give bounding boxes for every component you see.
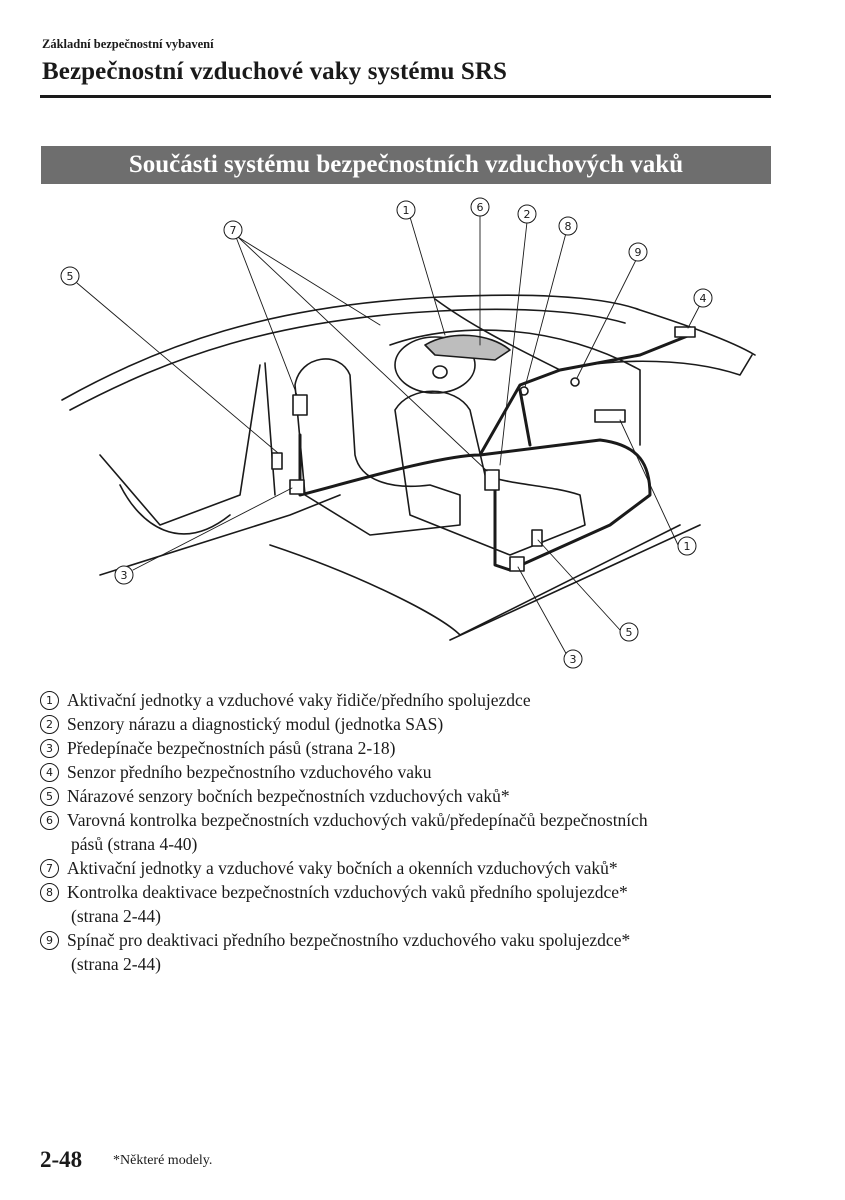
component-legend: 1 Aktivační jednotky a vzduchové vaky ři…	[40, 688, 780, 976]
callout-5-top-label: 5	[67, 270, 74, 283]
pretensioner-left	[290, 480, 304, 494]
callout-3-left-label: 3	[121, 569, 128, 582]
side-airbag-left	[293, 395, 307, 415]
pretensioner-right	[510, 557, 524, 571]
side-sensor-right	[532, 530, 542, 546]
callout-5-right-label: 5	[626, 626, 633, 639]
legend-text-continued: (strana 2-44)	[67, 904, 780, 928]
side-sensor-left	[272, 453, 282, 469]
legend-text: Spínač pro deaktivaci předního bezpečnos…	[67, 930, 630, 950]
title-rule	[40, 95, 771, 98]
legend-number: 4	[40, 763, 59, 782]
legend-text: Senzor předního bezpečnostního vzduchové…	[67, 762, 431, 782]
section-label: Základní bezpečnostní vybavení	[42, 37, 214, 52]
legend-item-6: 6 Varovná kontrolka bezpečnostních vzduc…	[40, 808, 780, 856]
legend-text: Předepínače bezpečnostních pásů (strana …	[67, 738, 395, 758]
sensor-module-front	[675, 327, 695, 337]
steering-hub	[433, 366, 447, 378]
footnote: *Některé modely.	[113, 1153, 212, 1169]
callout-8-label: 8	[565, 220, 572, 233]
legend-item-7: 7 Aktivační jednotky a vzduchové vaky bo…	[40, 856, 780, 880]
page-number: 2-48	[40, 1147, 82, 1173]
legend-text-continued: pásů (strana 4-40)	[67, 832, 780, 856]
legend-number: 2	[40, 715, 59, 734]
legend-number: 7	[40, 859, 59, 878]
wiring-front	[480, 335, 690, 455]
leader-1-top	[410, 217, 445, 335]
leader-5-top	[77, 283, 278, 453]
callout-7-label: 7	[230, 224, 237, 237]
car-door-frame	[100, 365, 260, 525]
car-side-sill	[100, 495, 340, 575]
legend-number: 8	[40, 883, 59, 902]
callout-9-label: 9	[635, 246, 642, 259]
leader-3-bottom-left	[133, 488, 292, 570]
car-door-lower	[120, 485, 230, 534]
callout-2-label: 2	[524, 208, 531, 221]
leader-5-right	[538, 540, 620, 630]
airbag-system-diagram: 1 6 2 8 7 9 5 4 1 3 5 3	[40, 195, 780, 675]
legend-item-9: 9 Spínač pro deaktivaci předního bezpečn…	[40, 928, 780, 976]
callout-6-label: 6	[477, 201, 484, 214]
legend-number: 9	[40, 931, 59, 950]
callout-4-label: 4	[700, 292, 707, 305]
legend-number: 6	[40, 811, 59, 830]
driver-seat	[295, 359, 460, 535]
legend-item-5: 5 Nárazové senzory bočních bezpečnostníc…	[40, 784, 780, 808]
legend-number: 5	[40, 787, 59, 806]
legend-item-1: 1 Aktivační jednotky a vzduchové vaky ři…	[40, 688, 780, 712]
leader-4	[688, 305, 700, 328]
leader-3-bottom	[518, 567, 568, 657]
leader-7a	[236, 237, 297, 395]
page-title: Bezpečnostní vzduchové vaky systému SRS	[42, 58, 507, 86]
legend-item-3: 3 Předepínače bezpečnostních pásů (stran…	[40, 736, 780, 760]
legend-number: 1	[40, 691, 59, 710]
legend-item-4: 4 Senzor předního bezpečnostního vzducho…	[40, 760, 780, 784]
instrument-cluster	[425, 335, 510, 360]
legend-number: 3	[40, 739, 59, 758]
legend-text: Aktivační jednotky a vzduchové vaky řidi…	[67, 690, 531, 710]
deactivation-switch	[571, 378, 579, 386]
section-banner: Součásti systému bezpečnostních vzduchov…	[41, 146, 771, 184]
callout-1-top-label: 1	[403, 204, 410, 217]
leader-2	[500, 222, 527, 465]
legend-text: Nárazové senzory bočních bezpečnostních …	[67, 786, 510, 806]
legend-text: Aktivační jednotky a vzduchové vaky bočn…	[67, 858, 618, 878]
side-airbag-right	[485, 470, 499, 490]
legend-item-2: 2 Senzory nárazu a diagnostický modul (j…	[40, 712, 780, 736]
car-b-pillar	[265, 363, 275, 495]
legend-text: Kontrolka deaktivace bezpečnostních vzdu…	[67, 882, 628, 902]
legend-text-continued: (strana 2-44)	[67, 952, 780, 976]
legend-text: Varovná kontrolka bezpečnostních vzducho…	[67, 810, 648, 830]
wiring-center	[520, 390, 530, 445]
legend-text: Senzory nárazu a diagnostický modul (jed…	[67, 714, 443, 734]
callout-3-bottom-label: 3	[570, 653, 577, 666]
wiring-harness	[300, 435, 650, 570]
car-roof-outline	[62, 295, 755, 400]
callout-1-right-label: 1	[684, 540, 691, 553]
leader-1-right	[620, 420, 678, 545]
legend-item-8: 8 Kontrolka deaktivace bezpečnostních vz…	[40, 880, 780, 928]
